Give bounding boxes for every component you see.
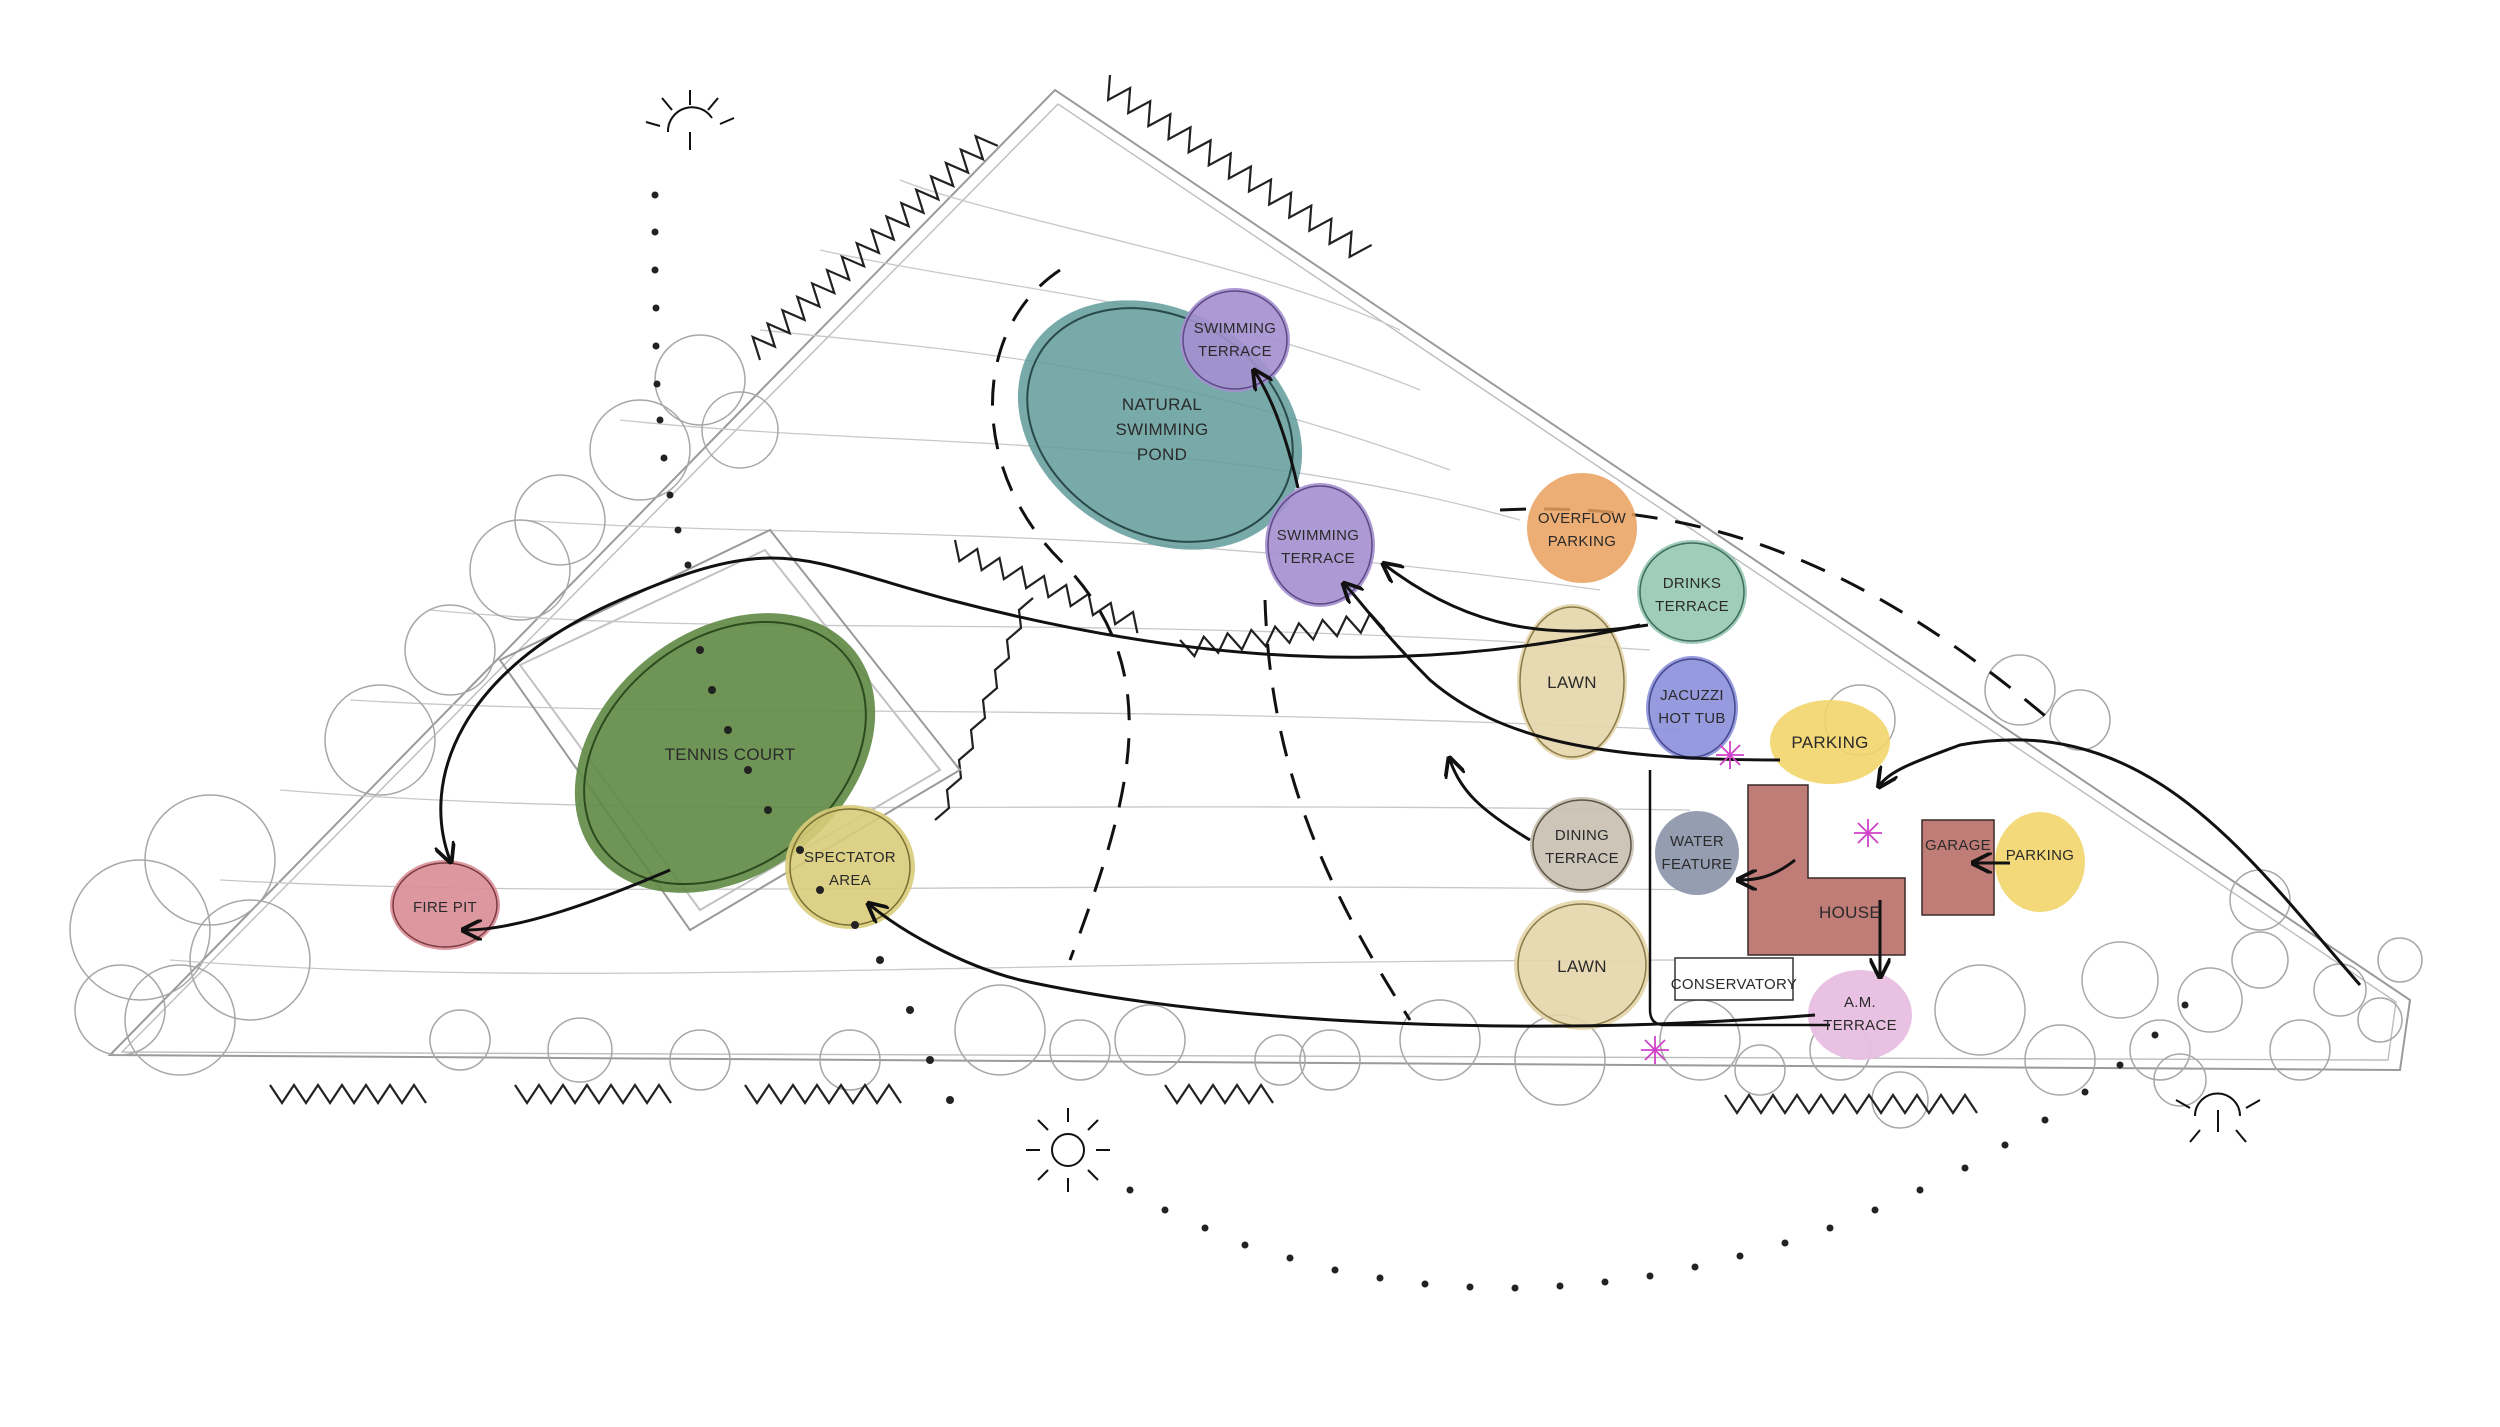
sun-path-dots — [651, 191, 2189, 1292]
label-lawn-upper: LAWN — [1547, 673, 1597, 692]
accent-plants — [1641, 741, 1882, 1064]
swimming-terrace-north — [1180, 288, 1290, 392]
jacuzzi-hot-tub — [1646, 656, 1738, 760]
flow-arrows — [441, 372, 2362, 1028]
hedge-lines — [269, 74, 1978, 1115]
parking-far-east — [1995, 812, 2085, 912]
swimming-terrace-south — [1265, 483, 1375, 607]
conservatory-footprint — [1674, 957, 1794, 1001]
water-feature — [1655, 811, 1739, 895]
drinks-terrace — [1637, 540, 1747, 644]
tennis-court-zone — [574, 613, 876, 893]
house-footprint — [1747, 784, 1906, 956]
label-lawn-lower: LAWN — [1557, 957, 1607, 976]
dashed-paths — [991, 268, 2051, 1021]
sun-icon-south — [1026, 1108, 1110, 1192]
label-fire-pit: FIRE PIT — [413, 899, 477, 916]
am-terrace — [1808, 970, 1912, 1060]
sun-icon-east — [2175, 1092, 2261, 1143]
spectator-area — [785, 805, 915, 929]
contour-lines — [169, 179, 1701, 974]
site-boundary — [107, 88, 2412, 1072]
label-parking-far-east: PARKING — [2006, 847, 2075, 864]
zone-bubbles — [390, 288, 2085, 1060]
label-parking-east: PARKING — [1791, 733, 1868, 752]
dining-terrace — [1530, 797, 1634, 893]
label-am-terrace: A.M.TERRACE — [1823, 994, 1897, 1034]
parking-east — [1770, 700, 1890, 784]
buildings — [1648, 770, 1995, 1027]
label-garage: GARAGE — [1925, 837, 1991, 854]
overflow-parking — [1527, 473, 1637, 583]
label-house: HOUSE — [1819, 903, 1881, 922]
label-tennis-court: TENNIS COURT — [665, 745, 796, 764]
lawn-lower — [1514, 900, 1650, 1030]
garage-footprint — [1921, 819, 1995, 916]
label-conservatory: CONSERVATORY — [1671, 976, 1797, 993]
sun-icon-northwest — [645, 90, 735, 150]
